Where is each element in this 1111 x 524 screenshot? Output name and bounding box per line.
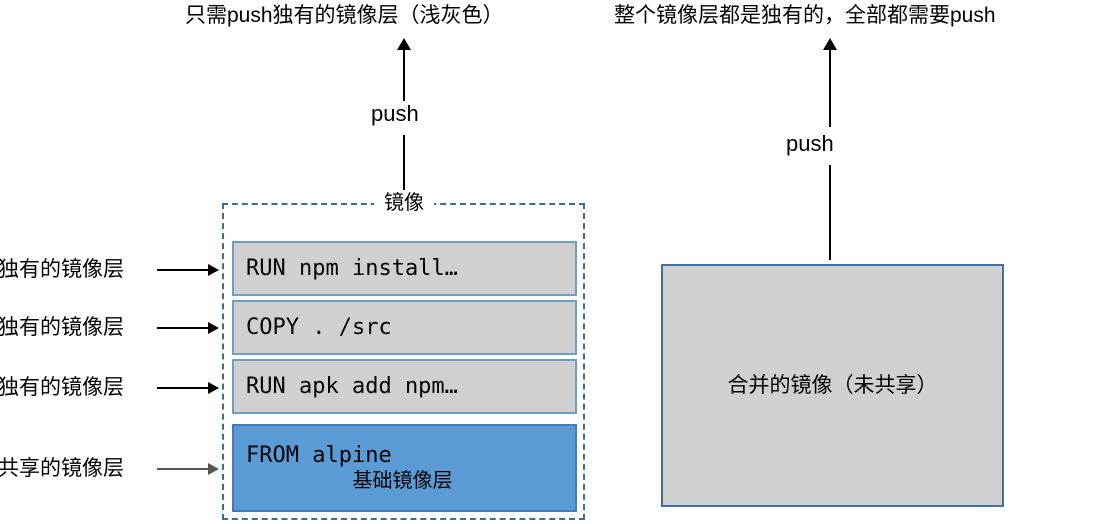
layer-annotation-label: 独有的镜像层 bbox=[0, 376, 124, 399]
image-layer-command: RUN npm install… bbox=[246, 255, 458, 281]
base-layer-command: FROM alpine bbox=[246, 442, 392, 468]
image-layer: RUN npm install… bbox=[232, 241, 577, 296]
base-image-layer: FROM alpine 基础镜像层 bbox=[232, 424, 577, 512]
right-panel-title: 整个镜像层都是独有的，全部都需要push bbox=[614, 4, 996, 27]
left-push-arrowhead-icon bbox=[397, 38, 411, 50]
image-layer-command: RUN apk add npm… bbox=[246, 373, 458, 399]
image-layer-command: COPY . /src bbox=[246, 314, 392, 340]
image-layer: RUN apk add npm… bbox=[232, 359, 577, 414]
base-layer-annotation-label: 共享的镜像层 bbox=[0, 457, 124, 480]
layer-annotation-arrowhead-icon bbox=[208, 382, 219, 394]
left-push-arrow-upper-segment bbox=[403, 49, 405, 101]
merged-image-box: 合并的镜像（未共享） bbox=[661, 264, 1004, 507]
left-panel-title: 只需push独有的镜像层（浅灰色） bbox=[185, 4, 504, 27]
layer-annotation-arrowhead-icon bbox=[208, 264, 219, 276]
layer-annotation-connector bbox=[157, 269, 211, 271]
layer-annotation-label: 独有的镜像层 bbox=[0, 258, 124, 281]
right-push-arrow-upper-segment bbox=[829, 49, 831, 127]
left-push-arrow-lower-segment bbox=[403, 135, 405, 190]
layer-annotation-connector bbox=[157, 327, 211, 329]
layer-annotation-arrowhead-icon bbox=[208, 322, 219, 334]
image-layer: COPY . /src bbox=[232, 300, 577, 355]
left-push-label: push bbox=[371, 101, 419, 126]
base-layer-caption: 基础镜像层 bbox=[352, 469, 453, 492]
right-push-arrow-lower-segment bbox=[829, 165, 831, 260]
layer-annotation-connector bbox=[157, 387, 211, 389]
base-layer-annotation-connector bbox=[157, 468, 211, 470]
right-push-label: push bbox=[786, 131, 834, 156]
merged-image-label: 合并的镜像（未共享） bbox=[727, 374, 938, 397]
layer-annotation-label: 独有的镜像层 bbox=[0, 316, 124, 339]
image-container-label: 镜像 bbox=[374, 191, 434, 216]
right-push-arrowhead-icon bbox=[823, 38, 837, 50]
base-layer-annotation-arrowhead-icon bbox=[208, 463, 219, 475]
